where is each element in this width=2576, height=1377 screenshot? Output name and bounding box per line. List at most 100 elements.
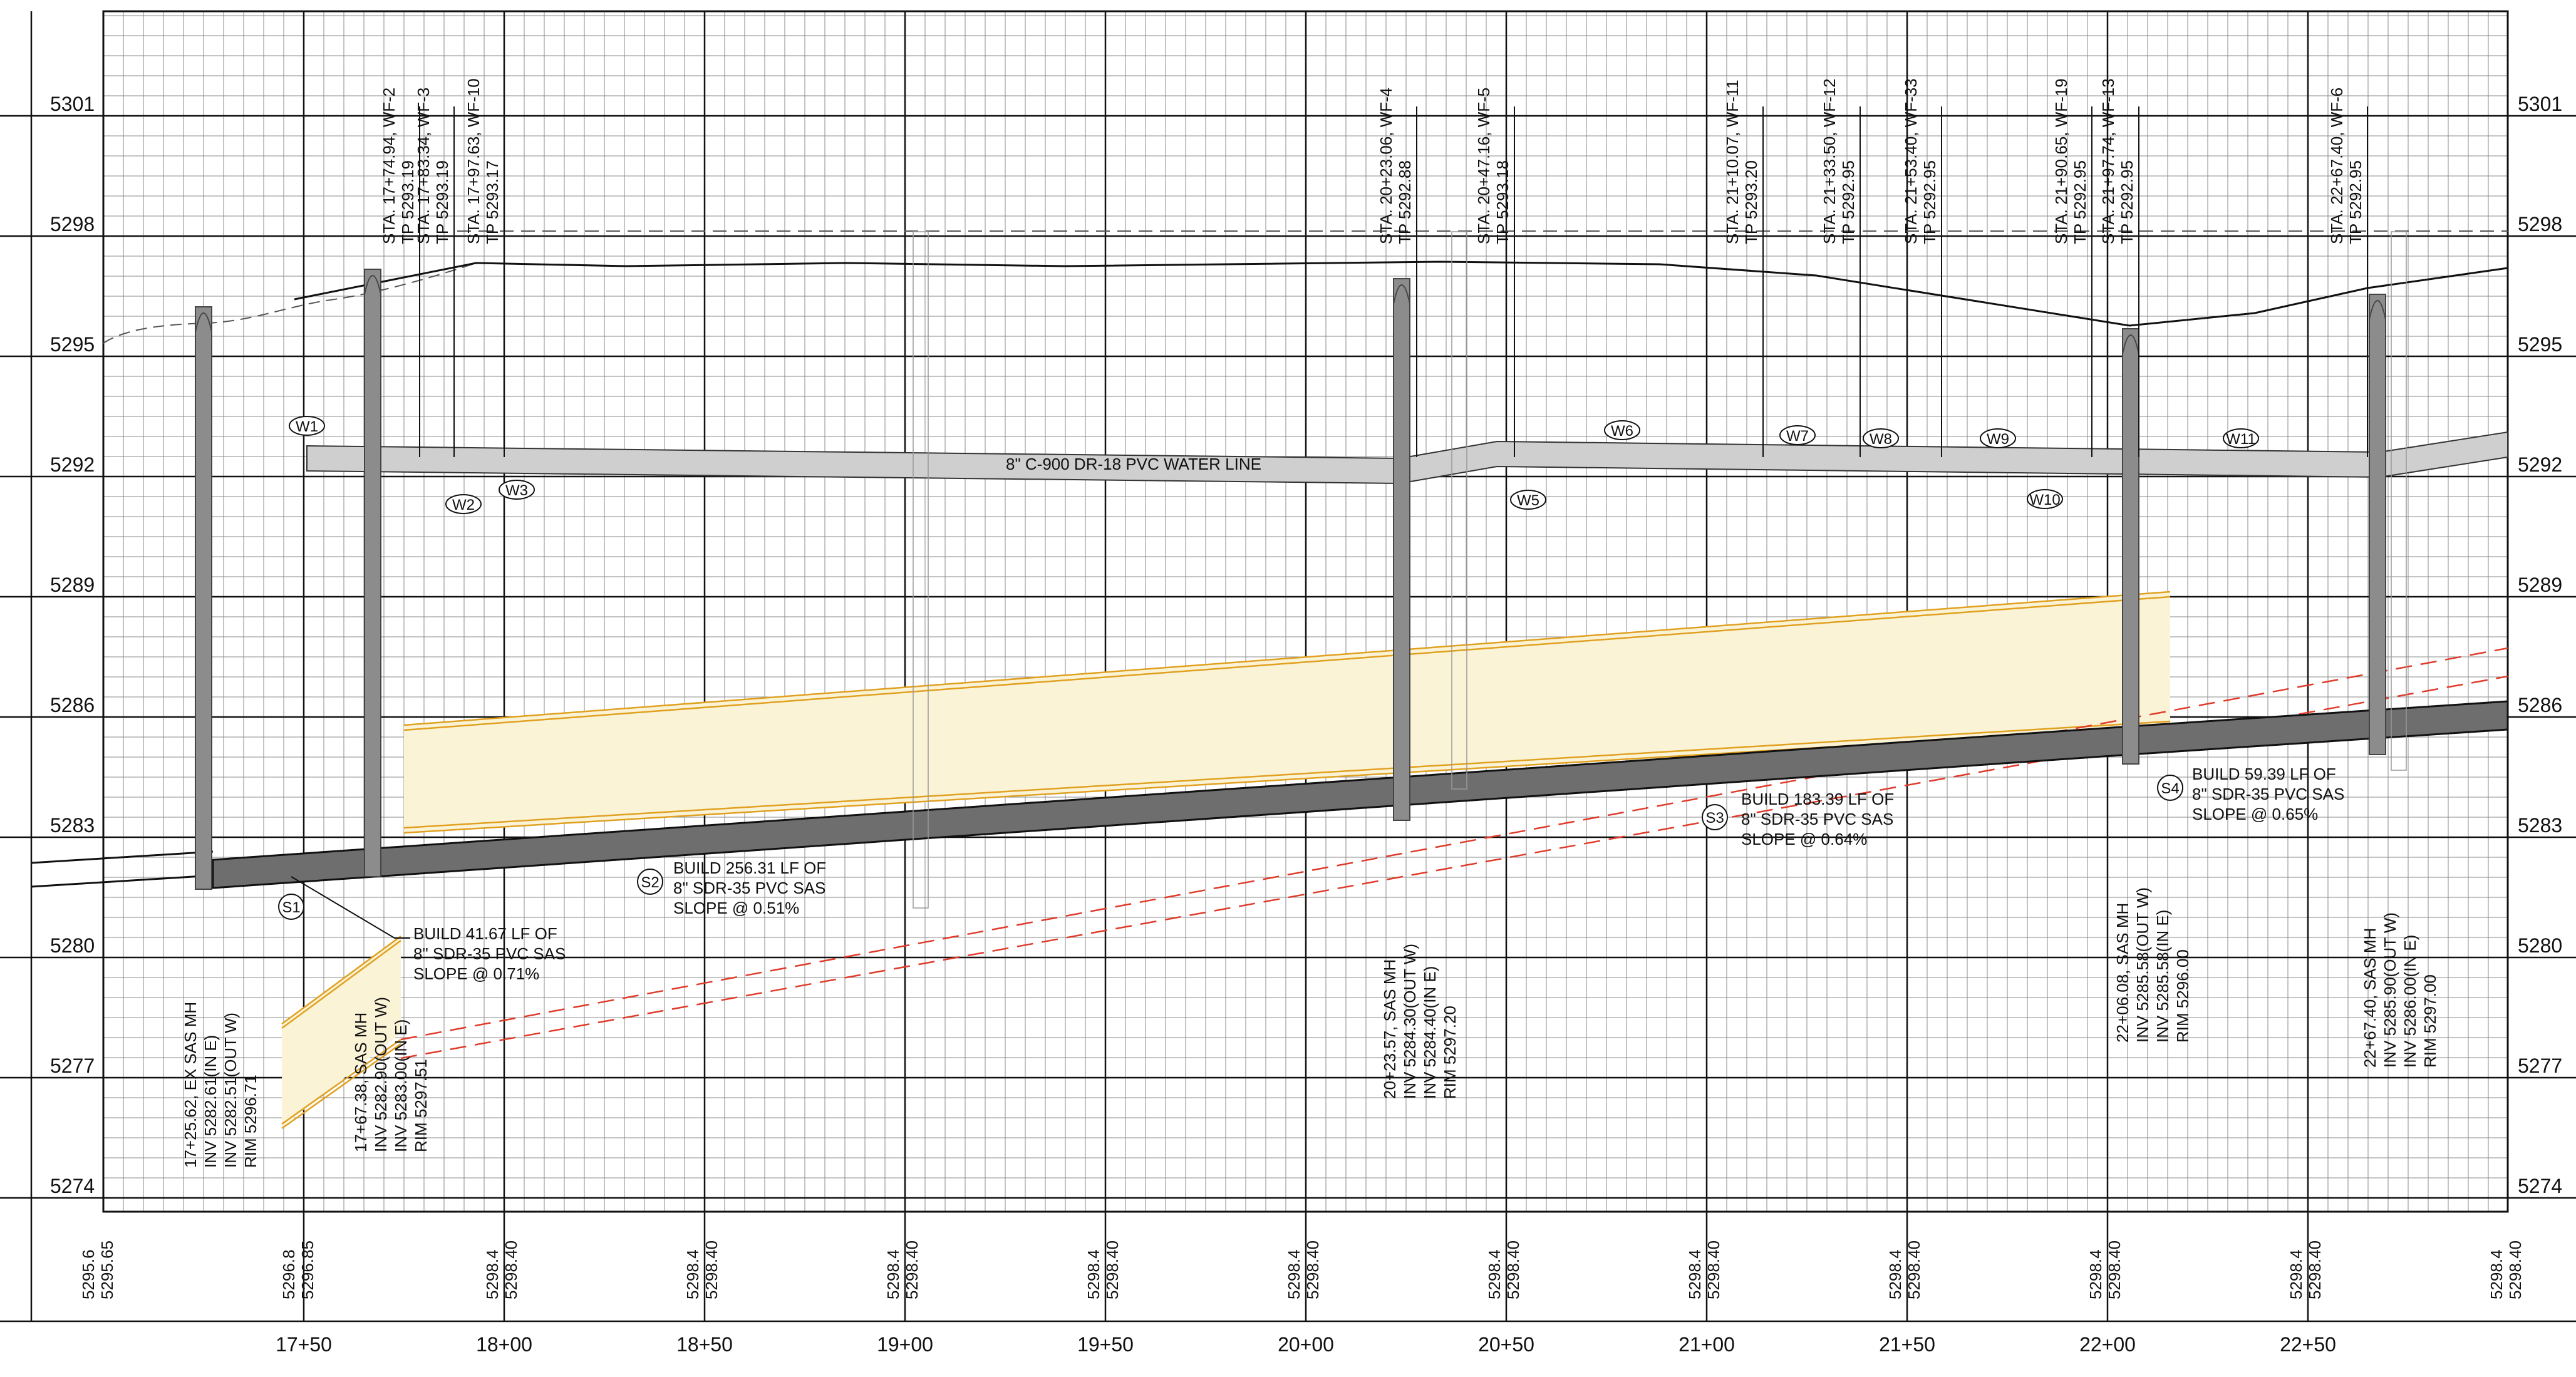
manhole-cone bbox=[364, 275, 381, 295]
manhole-callout-line: INV 5282.61(IN E) bbox=[201, 1035, 220, 1168]
manhole-callout-line: 17+25.62, EX SAS MH bbox=[181, 1002, 200, 1168]
sewer-existing-top bbox=[31, 850, 214, 864]
structure-outline bbox=[1451, 231, 1467, 790]
sewer-note-line: BUILD 183.39 LF OF bbox=[1741, 790, 1894, 808]
manhole-callout-line: RIM 5297.00 bbox=[2421, 974, 2439, 1068]
water-callout-station: STA. 21+97.74, WF-13 bbox=[2099, 78, 2118, 244]
sewer-tag-bubble bbox=[1702, 804, 1728, 830]
proposed-dashed-line bbox=[400, 647, 2508, 1041]
sewer-note-line: SLOPE @ 0.51% bbox=[673, 899, 799, 917]
grade-label: 5298.40 bbox=[702, 1240, 721, 1299]
manhole-cone bbox=[195, 312, 212, 333]
manhole-shaft bbox=[2122, 328, 2139, 765]
station-label: 19+00 bbox=[877, 1333, 933, 1356]
grade-label: 5298.4 bbox=[1685, 1249, 1704, 1299]
manhole-shaft bbox=[1393, 278, 1410, 821]
trench-fill bbox=[282, 936, 401, 1127]
elevation-label-right: 5286 bbox=[2518, 694, 2562, 716]
grade-label: 5296.8 bbox=[279, 1249, 298, 1299]
sewer-note-line: 8" SDR-35 PVC SAS bbox=[673, 879, 825, 897]
grade-label: 5298.40 bbox=[1704, 1240, 1723, 1299]
station-label: 21+50 bbox=[1879, 1333, 1935, 1356]
water-callout-station: STA. 20+47.16, WF-5 bbox=[1474, 88, 1493, 244]
grade-label: 5298.4 bbox=[2287, 1249, 2305, 1299]
water-tag-label: W1 bbox=[296, 418, 318, 435]
elevation-label-left: 5289 bbox=[50, 574, 95, 596]
water-callout-tp: TP 5293.19 bbox=[398, 160, 417, 244]
elevation-label-right: 5292 bbox=[2518, 453, 2562, 476]
manhole-callout-line: INV 5286.00(IN E) bbox=[2401, 935, 2419, 1068]
elevation-label-right: 5274 bbox=[2518, 1175, 2562, 1197]
water-tag-bubble bbox=[1980, 428, 2016, 448]
structures bbox=[195, 231, 2407, 909]
elevation-label-right: 5277 bbox=[2518, 1055, 2562, 1077]
manhole-callout-line: INV 5284.40(IN E) bbox=[1420, 966, 1439, 1099]
water-tag-bubble bbox=[2027, 489, 2063, 509]
manhole-callout-line: INV 5282.51(OUT W) bbox=[221, 1013, 240, 1168]
structure-outline bbox=[913, 231, 929, 909]
sewer-note-line: SLOPE @ 0.64% bbox=[1741, 830, 1867, 848]
grade-label: 5298.40 bbox=[1905, 1240, 1923, 1299]
station-label: 18+00 bbox=[476, 1333, 532, 1356]
manhole-callout-line: 22+06.08, SAS MH bbox=[2113, 903, 2132, 1043]
trench-edge-line bbox=[281, 935, 401, 1025]
water-line-label: 8" C-900 DR-18 PVC WATER LINE bbox=[1006, 455, 1261, 473]
station-label: 22+00 bbox=[2079, 1333, 2136, 1356]
grade-label: 5298.40 bbox=[502, 1240, 520, 1299]
water-callout-tp: TP 5292.95 bbox=[2118, 160, 2136, 244]
sewer-tag-label: S4 bbox=[2161, 780, 2179, 797]
water-tag-bubble bbox=[1510, 490, 1546, 510]
grade-label: 5298.4 bbox=[483, 1249, 502, 1299]
sewer-note-line: 8" SDR-35 PVC SAS bbox=[1741, 810, 1893, 828]
finished-grade-line bbox=[294, 260, 2508, 327]
sewer-tag-label: S3 bbox=[1705, 810, 1724, 827]
excavation-fills bbox=[281, 591, 2171, 1130]
manhole-shaft bbox=[195, 306, 212, 890]
water-tag-label: W9 bbox=[1987, 431, 2009, 448]
manhole-callout-line: RIM 5296.71 bbox=[241, 1075, 260, 1168]
station-label: 18+50 bbox=[676, 1333, 733, 1356]
trench-edge-line bbox=[403, 596, 2171, 731]
sewer-note-line: BUILD 41.67 LF OF bbox=[413, 924, 557, 943]
trench-edge-line bbox=[281, 1038, 401, 1125]
water-tag-label: W8 bbox=[1870, 431, 1892, 448]
water-callout-tp: TP 5293.18 bbox=[1493, 160, 1512, 244]
sewer-note-line: SLOPE @ 0.71% bbox=[413, 964, 539, 983]
station-label: 21+00 bbox=[1679, 1333, 1735, 1356]
elevation-label-left: 5277 bbox=[50, 1055, 95, 1077]
grade-label: 5298.40 bbox=[1103, 1240, 1122, 1299]
elevation-label-left: 5301 bbox=[50, 93, 95, 115]
sewer-tag-label: S1 bbox=[282, 899, 300, 916]
manhole-callout-line: 22+67.40, SAS MH bbox=[2361, 928, 2379, 1068]
elevation-label-right: 5298 bbox=[2518, 213, 2562, 235]
water-callout-station: STA. 17+83.34, WF-3 bbox=[414, 88, 433, 244]
sewer-note-leader bbox=[291, 876, 410, 939]
sewer-note-line: 8" SDR-35 PVC SAS bbox=[2192, 785, 2344, 803]
elevation-label-left: 5292 bbox=[50, 453, 95, 476]
water-tag-bubble bbox=[1604, 420, 1640, 440]
grade-label: 5298.40 bbox=[2305, 1240, 2324, 1299]
sewer-existing-bottom bbox=[31, 874, 214, 888]
water-callout-station: STA. 17+97.63, WF-10 bbox=[464, 78, 483, 244]
water-callout-tp: TP 5293.19 bbox=[433, 160, 452, 244]
grade-label: 5298.40 bbox=[1504, 1240, 1523, 1299]
water-callout-tp: TP 5292.95 bbox=[2071, 160, 2089, 244]
manhole-callout-line: INV 5285.58(OUT W) bbox=[2133, 887, 2152, 1043]
existing-grade-dashed bbox=[103, 262, 477, 344]
water-callout-station: STA. 17+74.94, WF-2 bbox=[380, 88, 398, 244]
grade-label: 5298.40 bbox=[1303, 1240, 1322, 1299]
grade-label: 5298.4 bbox=[2487, 1249, 2506, 1299]
elevation-label-right: 5280 bbox=[2518, 934, 2562, 957]
